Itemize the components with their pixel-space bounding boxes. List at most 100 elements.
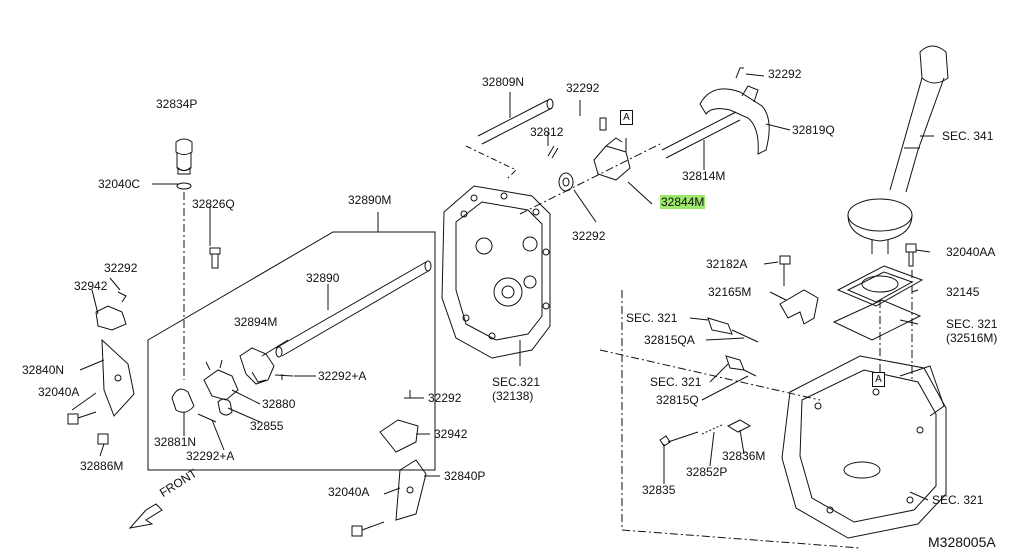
- cap-32886M: [97, 433, 109, 445]
- part-label-32890: 32890: [306, 271, 340, 285]
- part-label-32138: (32138): [492, 389, 534, 403]
- bushing-32855: [217, 398, 233, 416]
- part-label-32881N: 32881N: [154, 435, 197, 449]
- part-label-32852P: 32852P: [686, 465, 728, 479]
- part-label-32815QA: 32815QA: [644, 333, 695, 347]
- part-label-32292-b: 32292: [566, 81, 600, 95]
- shift-fork-32819Q: [699, 85, 770, 155]
- pin-32812: [547, 145, 559, 159]
- bolt-32835: [659, 431, 699, 447]
- part-label-32894M: 32894M: [234, 315, 278, 329]
- section-label-321-b: SEC. 321: [946, 317, 998, 331]
- section-label-321-center: SEC.321: [492, 375, 541, 389]
- part-label-32835: 32835: [642, 483, 676, 497]
- section-label-321-c: SEC. 321: [650, 375, 702, 389]
- switch-32815Q: [725, 355, 757, 377]
- leader-32292-ring: [573, 189, 597, 223]
- o-ring-32040C: [176, 182, 192, 190]
- callout-box-a-top: A: [620, 110, 633, 125]
- front-arrow-icon: [128, 503, 163, 529]
- part-label-32145: 32145: [946, 285, 980, 299]
- bolt-32040A-left: [67, 411, 97, 425]
- part-label-32516M: (32516M): [946, 331, 998, 345]
- part-label-32840P: 32840P: [444, 469, 486, 483]
- bracket-32942-left: [95, 291, 127, 331]
- assembly-line-bottom: [621, 290, 861, 549]
- part-label-32292A-lower: 32292+A: [186, 449, 235, 463]
- pin-32292-lower: [404, 390, 411, 399]
- part-label-32182A: 32182A: [706, 257, 748, 271]
- part-label-32292-d: 32292: [768, 67, 802, 81]
- part-label-32880: 32880: [262, 397, 296, 411]
- highlighted-part-32844M: 32844M: [660, 195, 706, 209]
- switch-32815QA: [707, 317, 759, 343]
- shift-boot: [847, 198, 913, 254]
- part-label-32855: 32855: [250, 419, 284, 433]
- selector-32844M: [593, 137, 631, 181]
- part-label-32165M: 32165M: [708, 285, 752, 299]
- part-label-32840N: 32840N: [22, 363, 65, 377]
- pin-32292A-lower: [197, 413, 217, 423]
- part-label-32886M: 32886M: [80, 459, 124, 473]
- part-label-32815Q: 32815Q: [656, 393, 699, 407]
- leader-32844M: [627, 181, 653, 205]
- bolt-32182A: [779, 255, 791, 286]
- part-label-32890M: 32890M: [348, 193, 392, 207]
- shift-retainer-32145: [836, 265, 924, 307]
- part-label-32809N: 32809N: [482, 75, 525, 89]
- plate-32840P: [395, 459, 427, 521]
- part-label-32812: 32812: [530, 125, 564, 139]
- part-label-32942-mid: 32942: [434, 427, 468, 441]
- part-label-32292-left: 32292: [104, 261, 138, 275]
- shift-fork-32880: [203, 359, 239, 401]
- bracket-32942-mid: [379, 419, 419, 453]
- assembly-line-switch: [599, 349, 821, 401]
- bolt-32040AA: [905, 243, 917, 267]
- part-label-32292A-upper: 32292+A: [318, 369, 367, 383]
- gasket-32516M: [832, 299, 922, 341]
- pin-32292A: [274, 374, 294, 377]
- part-label-32819Q: 32819Q: [792, 123, 835, 137]
- part-label-32942-left: 32942: [74, 279, 108, 293]
- pin-32292-top: [599, 117, 607, 131]
- part-label-32040A-mid: 32040A: [328, 485, 370, 499]
- leader-lines: [71, 73, 931, 495]
- part-label-32040C: 32040C: [98, 177, 141, 191]
- part-label-32826Q: 32826Q: [192, 197, 235, 211]
- fork-rod-32814M: [661, 111, 741, 159]
- leader-sec321-bottom: [909, 491, 929, 501]
- diagram-code: M328005A: [928, 534, 996, 550]
- assembly-line-shaft: [519, 143, 661, 215]
- bracket-32165M: [779, 289, 819, 325]
- part-label-32040A-left: 32040A: [38, 385, 80, 399]
- shift-rod-32809N: [477, 98, 554, 145]
- part-label-32814M: 32814M: [682, 169, 726, 183]
- bolt-32040A-mid: [351, 521, 385, 537]
- assembly-line-center: [465, 145, 517, 181]
- bushing-32881N: [171, 388, 195, 413]
- transmission-case-32138: [441, 185, 551, 359]
- plate-32840N: [101, 338, 135, 417]
- part-label-32040AA: 32040AA: [946, 245, 996, 259]
- section-label-321-d: SEC. 321: [932, 493, 984, 507]
- section-label-341: SEC. 341: [942, 129, 994, 143]
- section-label-321-a: SEC. 321: [626, 311, 678, 325]
- group-bracket-32890M: [147, 231, 436, 471]
- ring-32292: [558, 172, 574, 192]
- detent-plug-32834P: [175, 138, 193, 175]
- bolt-32826Q: [209, 247, 221, 269]
- clutch-housing: [781, 355, 947, 539]
- part-label-32844M: 32844M: [660, 195, 706, 209]
- shift-knob-lever: [889, 45, 949, 193]
- plunger-32836M: [701, 419, 752, 435]
- part-label-32292-c: 32292: [572, 229, 606, 243]
- part-label-32834P: 32834P: [156, 97, 198, 111]
- shift-lever-32894M: [239, 347, 275, 385]
- part-label-32836M: 32836M: [722, 449, 766, 463]
- callout-box-a-right: A: [872, 372, 885, 387]
- shift-shaft-32890: [275, 260, 432, 358]
- pin-32292-fork: [735, 67, 744, 79]
- part-label-32292-e: 32292: [428, 391, 462, 405]
